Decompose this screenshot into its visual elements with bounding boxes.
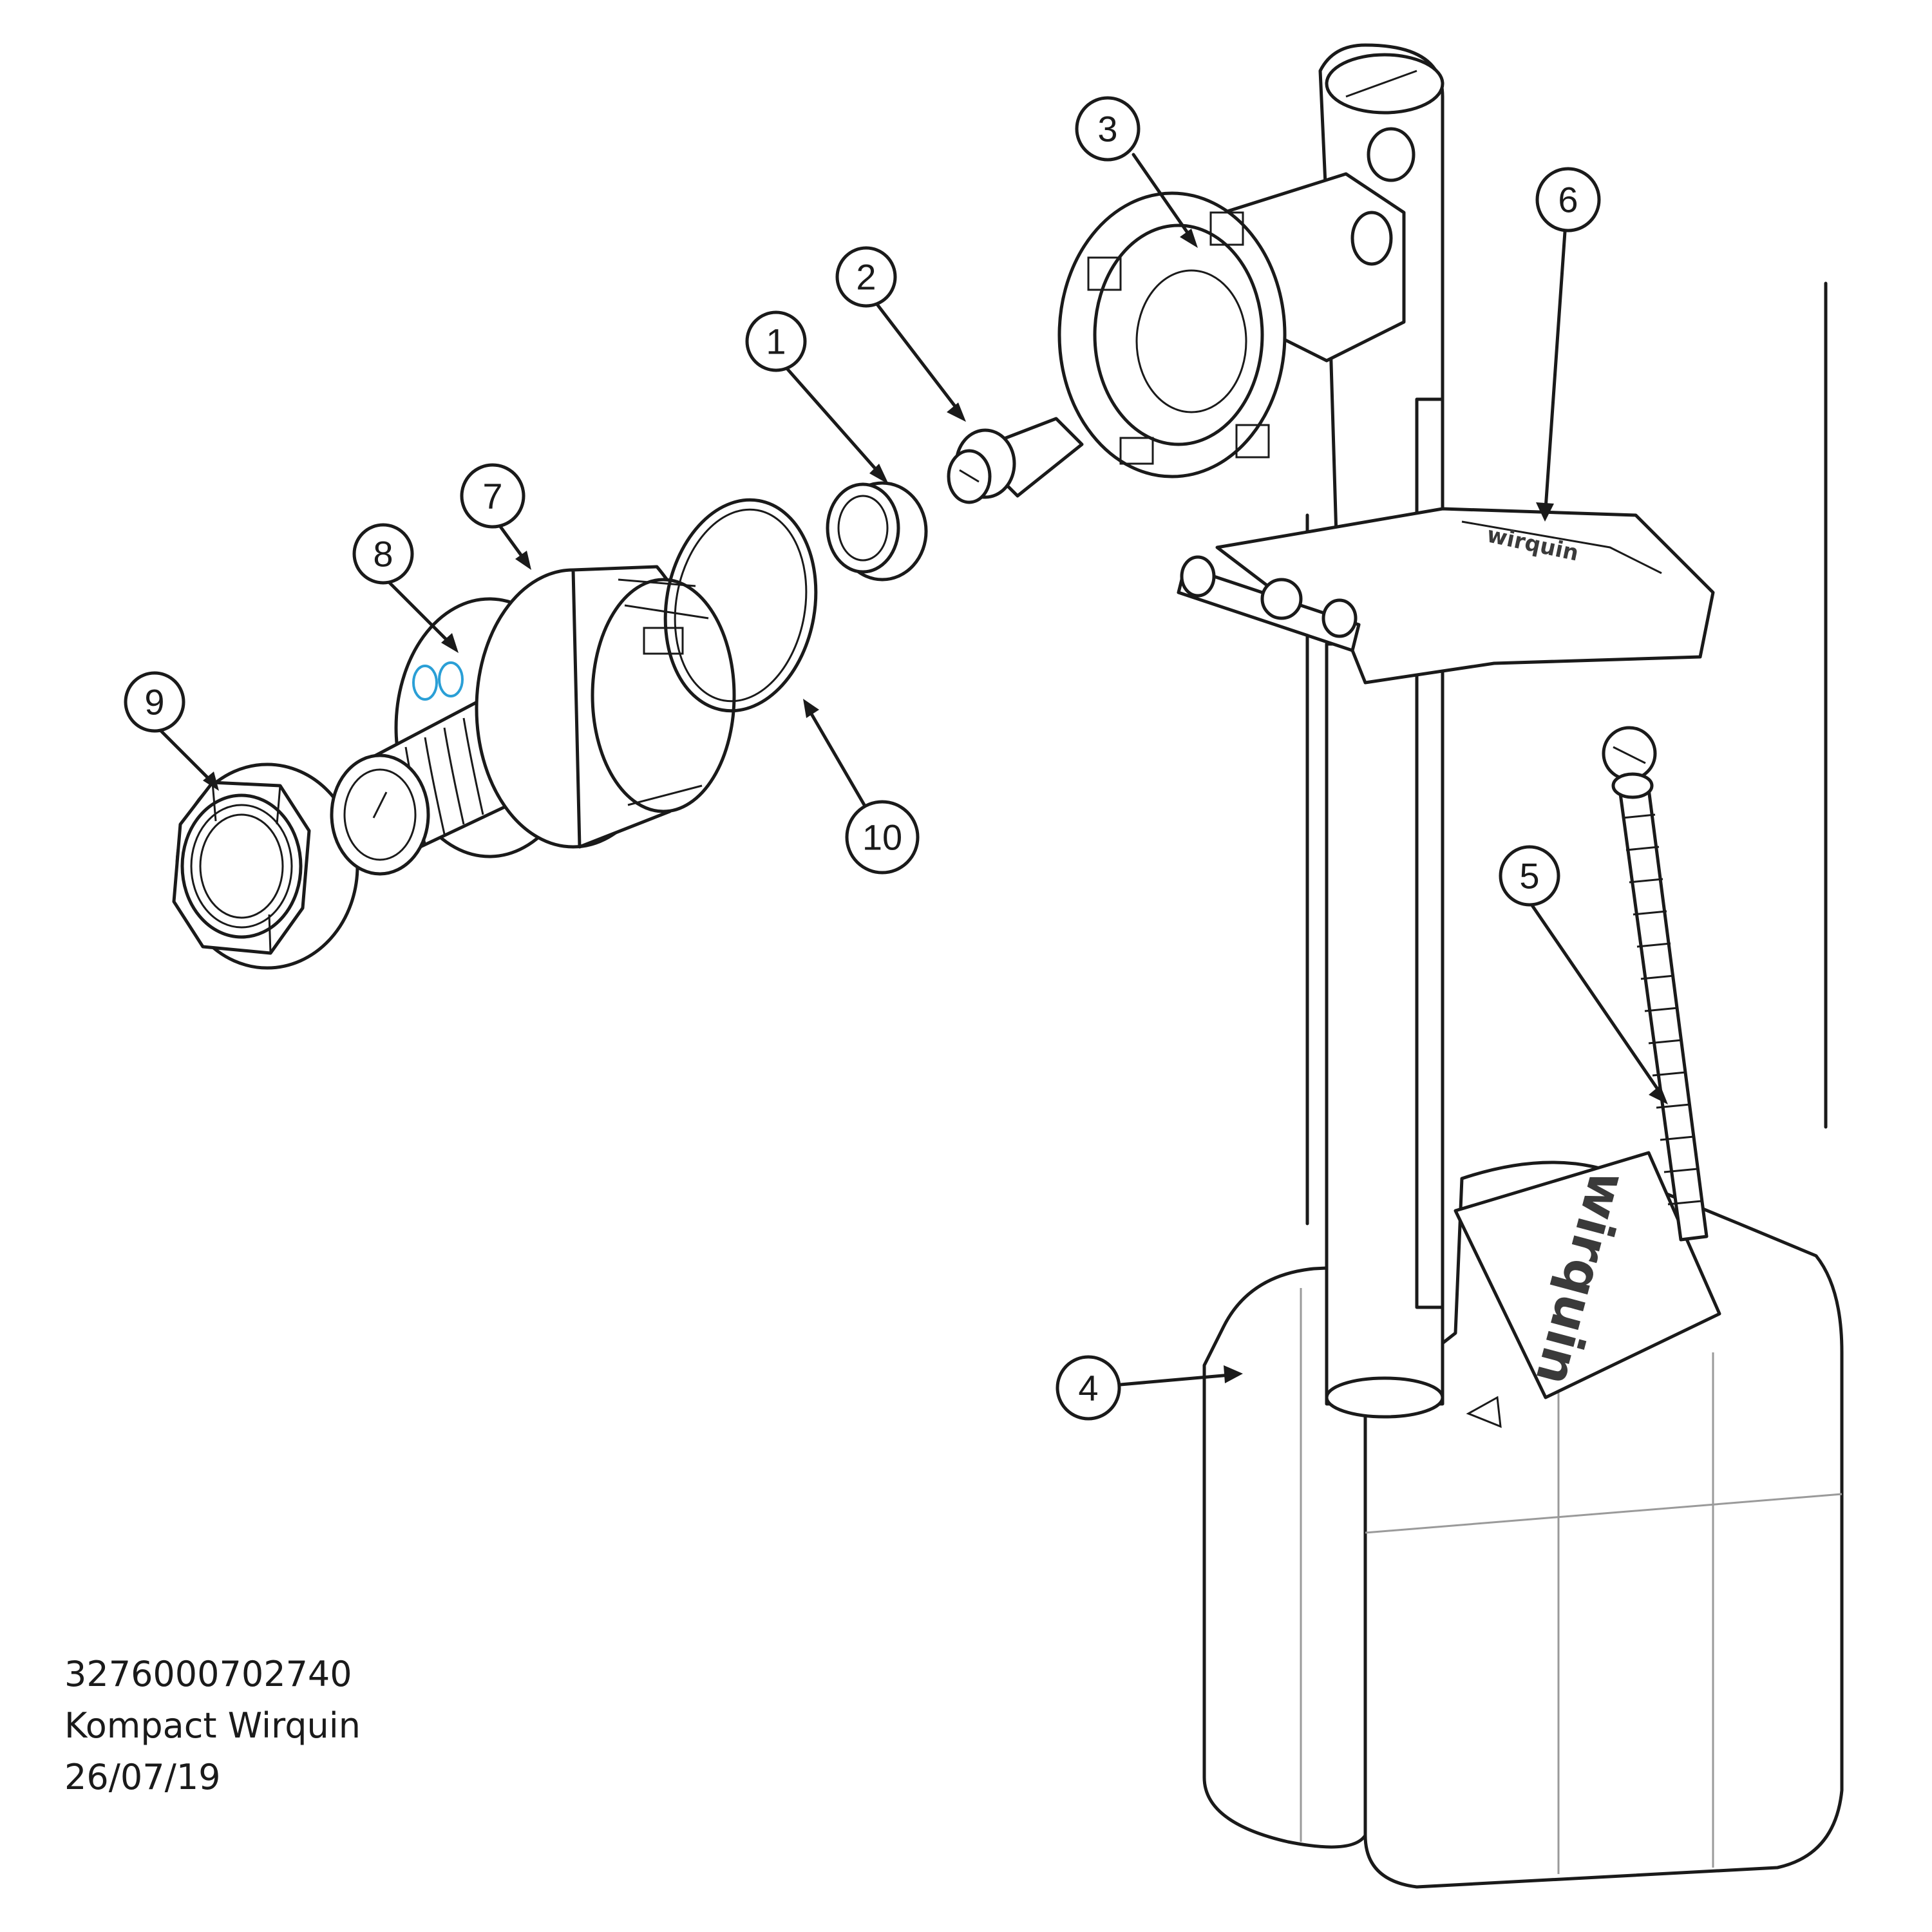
part-4-float: wirquin [1202, 1151, 1844, 1889]
callout-6: 6 [1535, 167, 1601, 232]
callout-3-label: 3 [1097, 109, 1117, 149]
callout-5: 5 [1499, 845, 1560, 907]
leader-lines [156, 153, 1668, 1387]
callout-1: 1 [745, 310, 807, 372]
part-5-threaded-rod [1602, 726, 1709, 1242]
callout-4-label: 4 [1078, 1368, 1098, 1408]
callout-3: 3 [1075, 96, 1141, 162]
callout-4: 4 [1056, 1355, 1121, 1421]
washer-mark-left [412, 665, 438, 701]
callout-8-label: 8 [373, 534, 393, 574]
product-name: Kompact Wirquin [64, 1705, 361, 1746]
part-1-seal-ring [826, 481, 928, 582]
callout-1-label: 1 [766, 321, 786, 362]
part-6-lever: wirquin [1177, 507, 1715, 685]
callout-7: 7 [460, 463, 526, 529]
product-date: 26/07/19 [64, 1757, 221, 1797]
callout-2: 2 [835, 246, 897, 308]
washer-mark-right [438, 661, 464, 697]
part-7-flange-body [475, 565, 736, 849]
callout-8: 8 [352, 523, 414, 585]
callout-6-label: 6 [1558, 180, 1578, 220]
part-10-o-ring [663, 498, 818, 713]
part-2-valve-piston [947, 417, 1084, 504]
callout-10-label: 10 [862, 817, 902, 858]
product-info: 3276000702740 Kompact Wirquin 26/07/19 [64, 1649, 361, 1803]
part-9-hex-nut [172, 762, 359, 970]
callout-9-label: 9 [144, 682, 164, 723]
product-code: 3276000702740 [64, 1654, 352, 1694]
callout-10: 10 [845, 800, 920, 875]
part-3-valve-head [1057, 43, 1444, 646]
callout-9: 9 [124, 671, 185, 733]
callout-5-label: 5 [1519, 856, 1539, 896]
callout-2-label: 2 [856, 257, 876, 298]
callout-7-label: 7 [482, 476, 502, 516]
